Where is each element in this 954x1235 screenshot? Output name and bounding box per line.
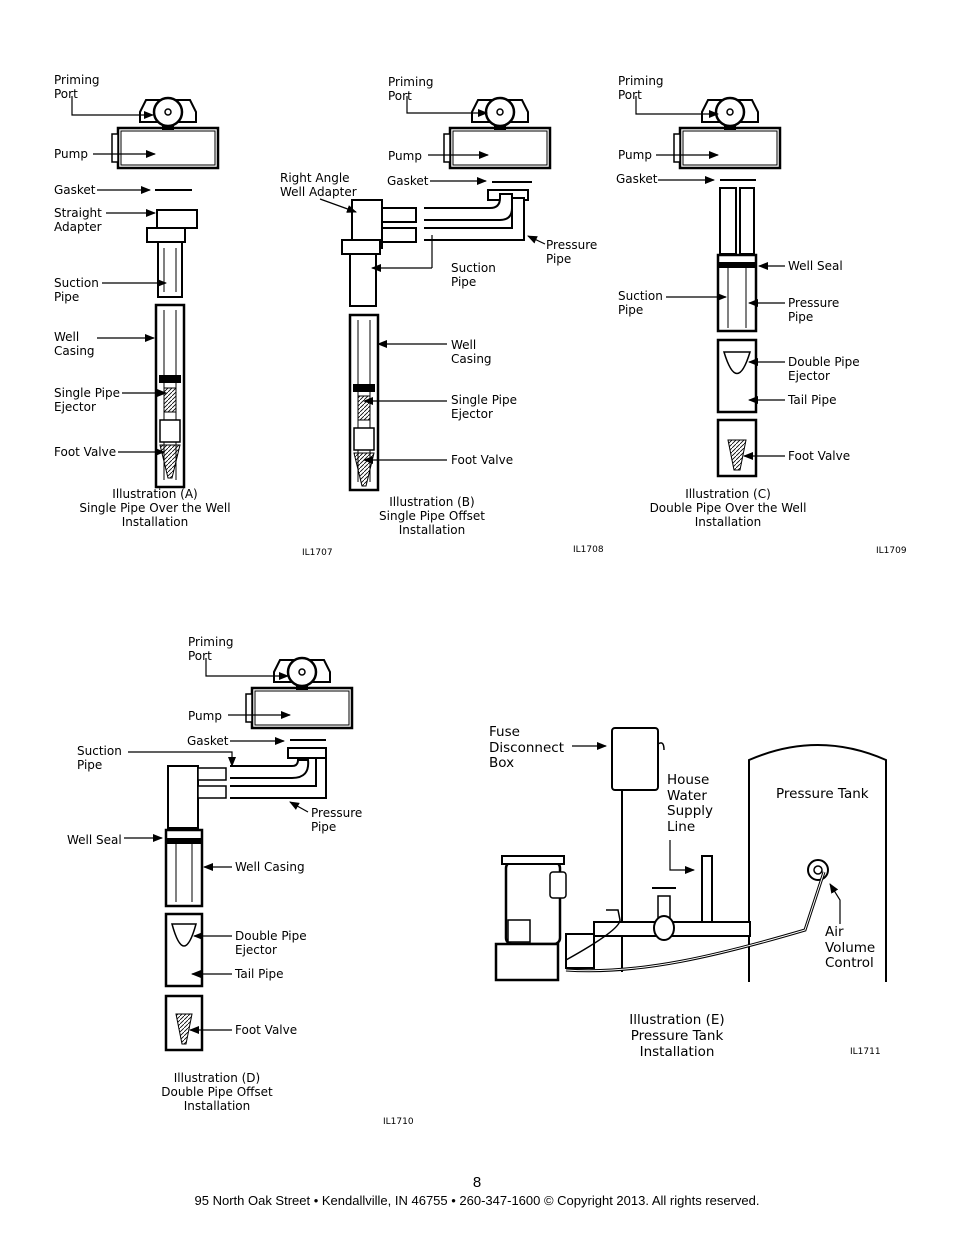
caption-e: Illustration (E) Pressure Tank Installat… (629, 1012, 725, 1060)
label-suction-pipe-a: Suction Pipe (54, 276, 99, 304)
label-air-volume-control: Air Volume Control (825, 924, 876, 971)
caption-c: Illustration (C) Double Pipe Over the We… (649, 487, 807, 529)
caption-d: Illustration (D) Double Pipe Offset Inst… (161, 1071, 273, 1113)
label-pressure-pipe-c: Pressure Pipe (788, 296, 840, 324)
footer-address: 95 North Oak Street • Kendallville, IN 4… (194, 1193, 760, 1208)
code-d: IL1710 (383, 1117, 414, 1127)
code-b: IL1708 (573, 545, 604, 555)
label-single-pipe-ejector-a: Single Pipe Ejector (54, 386, 121, 414)
label-well-casing-d: Well Casing (235, 860, 305, 874)
label-foot-valve-d: Foot Valve (235, 1023, 298, 1037)
label-tail-pipe-c: Tail Pipe (788, 393, 837, 407)
label-gasket-d: Gasket (187, 734, 229, 748)
label-tail-pipe-d: Tail Pipe (235, 967, 284, 981)
label-single-pipe-ejector-b: Single Pipe Ejector (451, 393, 518, 421)
label-suction-pipe-c: Suction Pipe (618, 289, 663, 317)
label-priming-port-d: Priming Port (188, 635, 234, 663)
illustration-e-drawing (494, 727, 887, 982)
code-e: IL1711 (850, 1047, 881, 1057)
label-well-casing-b: Well Casing (451, 338, 492, 366)
illustration-c-leaders (635, 96, 785, 460)
label-pump-b: Pump (388, 149, 422, 163)
code-c: IL1709 (876, 546, 907, 556)
label-house-water-supply-line: House Water Supply Line (667, 772, 714, 835)
label-pressure-pipe-d: Pressure Pipe (311, 806, 363, 834)
label-straight-adapter-a: Straight Adapter (54, 206, 102, 234)
label-gasket-c: Gasket (616, 172, 658, 186)
label-foot-valve-b: Foot Valve (451, 453, 514, 467)
illustration-a-leaders (71, 96, 167, 456)
label-pump-a: Pump (54, 147, 88, 161)
label-gasket-a: Gasket (54, 183, 96, 197)
label-priming-port-b: Priming Port (388, 75, 434, 103)
caption-b: Illustration (B) Single Pipe Offset Inst… (379, 495, 485, 537)
label-suction-pipe-b: Suction Pipe (451, 261, 496, 289)
illustration-b-drawing (341, 96, 552, 492)
label-pressure-pipe-b: Pressure Pipe (546, 238, 598, 266)
label-well-seal-d: Well Seal (67, 833, 122, 847)
label-well-seal-c: Well Seal (788, 259, 843, 273)
label-well-casing-a: Well Casing (54, 330, 95, 358)
label-pump-c: Pump (618, 148, 652, 162)
illustration-d-drawing (164, 656, 354, 1052)
label-foot-valve-c: Foot Valve (788, 449, 851, 463)
label-double-pipe-ejector-d: Double Pipe Ejector (235, 929, 307, 957)
caption-a: Illustration (A) Single Pipe Over the We… (79, 487, 231, 529)
illustration-e-leaders (572, 742, 841, 924)
label-double-pipe-ejector-c: Double Pipe Ejector (788, 355, 860, 383)
label-pressure-tank: Pressure Tank (776, 786, 869, 802)
label-suction-pipe-d: Suction Pipe (77, 744, 122, 772)
label-gasket-b: Gasket (387, 174, 429, 188)
label-foot-valve-a: Foot Valve (54, 445, 117, 459)
label-right-angle-well-adapter-b: Right Angle Well Adapter (280, 171, 357, 199)
label-pump-d: Pump (188, 709, 222, 723)
label-fuse-disconnect-box: Fuse Disconnect Box (489, 724, 564, 771)
label-priming-port-a: Priming Port (54, 73, 100, 101)
page-number: 8 (472, 1174, 482, 1191)
illustration-d-leaders (124, 658, 309, 1034)
illustration-b-leaders (319, 96, 546, 464)
illustration-a-drawing (110, 96, 220, 489)
code-a: IL1707 (302, 548, 333, 558)
label-priming-port-c: Priming Port (618, 74, 664, 102)
